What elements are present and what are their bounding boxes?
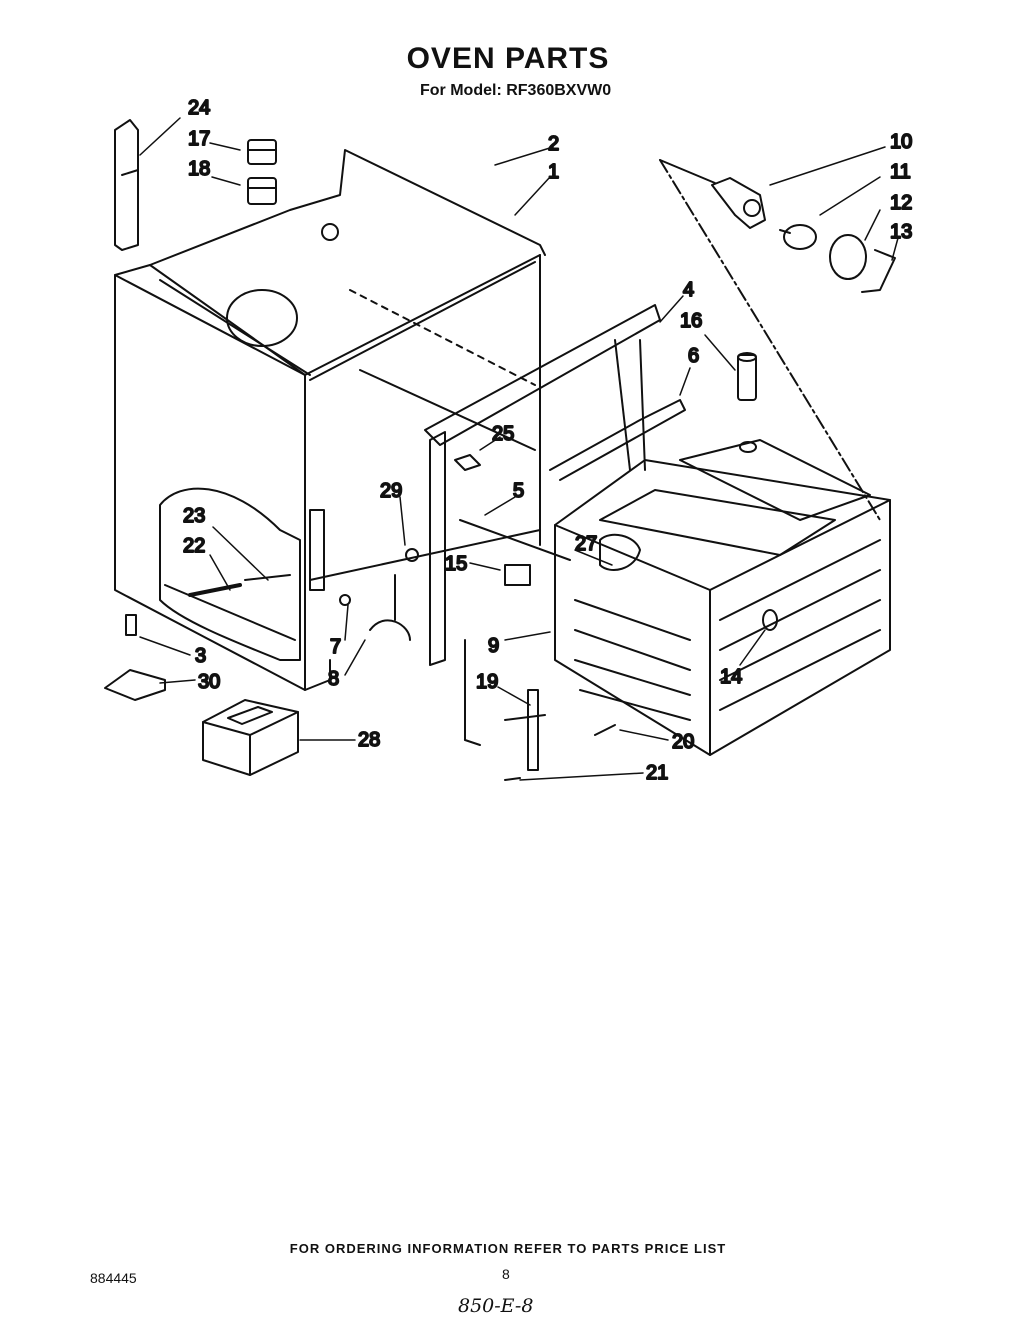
front-frame-illustration <box>424 304 686 666</box>
callout-16: 16 <box>680 310 702 332</box>
callout-1: 1 <box>548 161 559 183</box>
callout-24: 24 <box>188 97 210 119</box>
callout-4: 4 <box>683 279 694 301</box>
callout-23: 23 <box>183 505 205 527</box>
callout-15: 15 <box>445 553 467 575</box>
callout-9: 9 <box>488 635 499 657</box>
callout-18: 18 <box>188 158 210 180</box>
document-number: 884445 <box>90 1270 137 1286</box>
part-24-strip-illustration <box>114 119 139 251</box>
callout-7: 7 <box>330 636 341 658</box>
callout-29: 29 <box>380 480 402 502</box>
small-parts-illustration <box>104 454 616 781</box>
callout-22: 22 <box>183 535 205 557</box>
callout-5: 5 <box>513 480 524 502</box>
callout-21: 21 <box>646 762 668 784</box>
callout-labels: 2 1 3 4 5 6 7 8 9 10 11 12 13 14 15 16 1… <box>182 96 913 785</box>
leader-lines <box>139 117 899 781</box>
callout-3: 3 <box>195 645 206 667</box>
callout-20: 20 <box>672 731 694 753</box>
light-assembly-illustration <box>659 159 896 521</box>
callout-6: 6 <box>688 345 699 367</box>
page-title: OVEN PARTS <box>406 42 610 75</box>
callout-2: 2 <box>548 133 559 155</box>
callout-10: 10 <box>890 131 912 153</box>
model-subtitle: For Model: RF360BXVW0 <box>420 82 612 99</box>
callout-11: 11 <box>890 161 911 183</box>
part-28-box-illustration <box>202 699 299 776</box>
handwritten-note: 850-E-8 <box>458 1295 534 1317</box>
ordering-note: FOR ORDERING INFORMATION REFER TO PARTS … <box>289 1241 727 1256</box>
callout-25: 25 <box>492 423 514 445</box>
callout-12: 12 <box>890 192 912 214</box>
part-16-post-illustration <box>737 352 757 401</box>
cabinet-illustration <box>114 149 546 691</box>
callout-17: 17 <box>188 128 210 150</box>
parts-17-18-illustration <box>247 139 277 205</box>
page-number: 8 <box>502 1266 510 1282</box>
callout-30: 30 <box>198 671 220 693</box>
callout-13: 13 <box>890 221 912 243</box>
callout-8: 8 <box>328 668 339 690</box>
callout-19: 19 <box>476 671 498 693</box>
oven-liner-illustration <box>554 439 891 756</box>
callout-27: 27 <box>575 533 597 555</box>
callout-28: 28 <box>358 729 380 751</box>
callout-14: 14 <box>720 666 742 688</box>
